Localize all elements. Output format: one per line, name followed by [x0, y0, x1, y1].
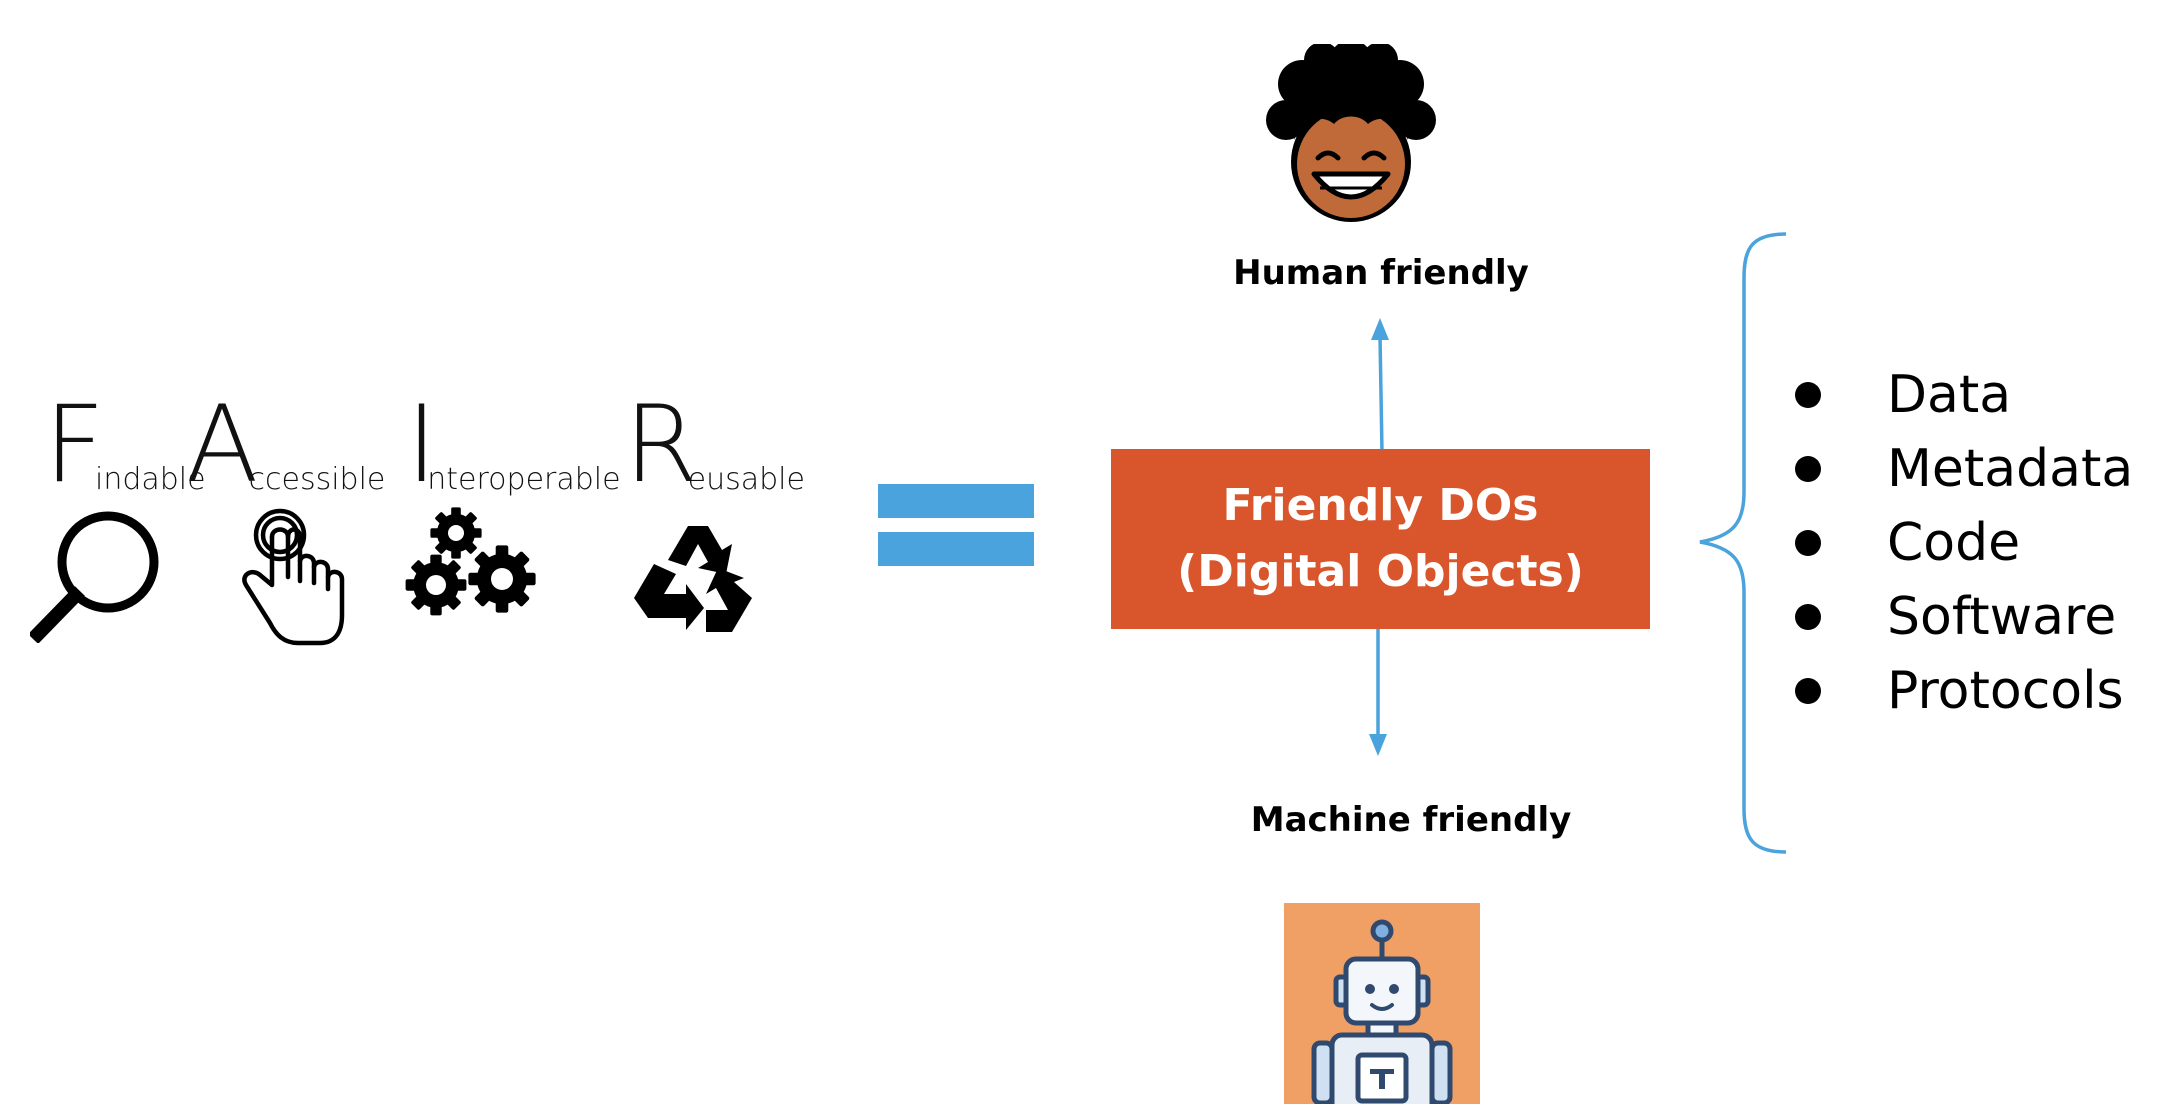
machine-friendly-label: Machine friendly	[1250, 800, 1572, 840]
bullet-dot-icon	[1795, 382, 1821, 408]
fair-accessible-word: Accessible	[186, 383, 386, 506]
friendly-dos-line1: Friendly DOs	[1222, 480, 1539, 531]
smiling-person-icon	[1266, 44, 1436, 222]
list-item: Metadata	[1795, 432, 2133, 506]
equals-bar-bottom	[878, 532, 1034, 566]
list-item-label: Software	[1887, 587, 2117, 647]
hand-pointer-icon	[242, 508, 345, 646]
interoperable-initial: I	[406, 383, 437, 506]
accessible-initial: A	[186, 383, 258, 506]
gears-icon	[405, 507, 536, 616]
arrow-up	[1371, 318, 1389, 452]
list-item-label: Protocols	[1887, 661, 2124, 721]
bullet-dot-icon	[1795, 604, 1821, 630]
reusable-rest: eusable	[687, 462, 805, 497]
list-item: Software	[1795, 580, 2133, 654]
arrow-down	[1369, 628, 1387, 756]
friendly-dos-line2: (Digital Objects)	[1177, 546, 1584, 597]
fair-reusable-word: Reusable	[624, 383, 805, 506]
object-types-list: Data Metadata Code Software Protocols	[1795, 358, 2133, 728]
robot-icon	[1284, 903, 1480, 1104]
bullet-dot-icon	[1795, 456, 1821, 482]
bullet-dot-icon	[1795, 530, 1821, 556]
findable-initial: F	[44, 383, 105, 506]
magnifier-icon	[30, 511, 159, 643]
equals-bar-top	[878, 484, 1034, 518]
interoperable-rest: nteroperable	[427, 462, 621, 497]
list-item: Code	[1795, 506, 2133, 580]
human-friendly-label: Human friendly	[1233, 253, 1529, 293]
fair-interoperable-word: Interoperable	[406, 383, 621, 506]
list-item-label: Data	[1887, 365, 2012, 425]
list-item: Protocols	[1795, 654, 2133, 728]
list-item: Data	[1795, 358, 2133, 432]
recycle-icon	[634, 526, 752, 632]
accessible-rest: ccessible	[248, 462, 386, 497]
list-item-label: Metadata	[1887, 439, 2134, 499]
findable-rest: indable	[94, 462, 206, 497]
curly-brace	[1699, 232, 1787, 854]
friendly-dos-box: Friendly DOs (Digital Objects)	[1111, 449, 1650, 629]
list-item-label: Code	[1887, 513, 2021, 573]
fair-findable-word: Findable	[44, 383, 206, 506]
bullet-dot-icon	[1795, 678, 1821, 704]
reusable-initial: R	[624, 383, 698, 506]
